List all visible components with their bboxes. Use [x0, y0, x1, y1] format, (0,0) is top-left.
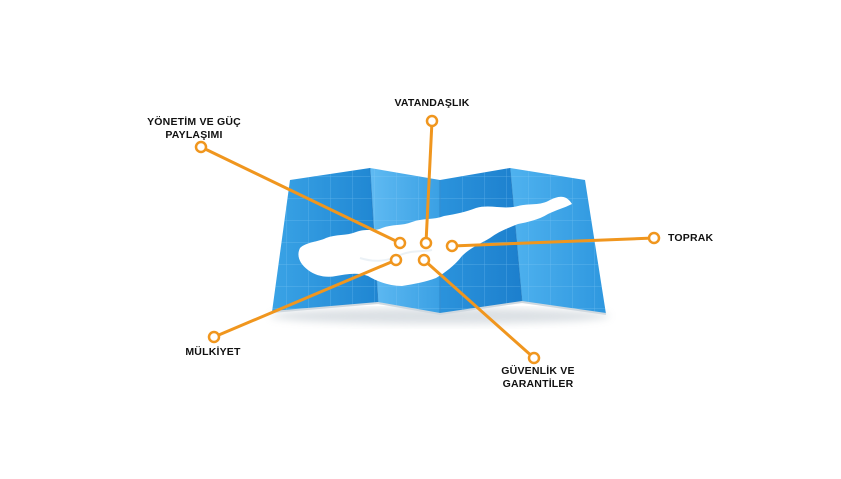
label-yonetim-ve-guc-paylasimi: YÖNETİM VE GÜÇ PAYLAŞIMI — [128, 116, 260, 142]
endpoint-vatandaslik — [425, 114, 439, 128]
connector-endpoints — [194, 114, 661, 365]
label-guvenlik-line2: GARANTİLER — [502, 378, 574, 390]
map-shadow — [270, 308, 610, 324]
hub-vatandaslik — [419, 236, 433, 250]
hub-toprak — [445, 239, 459, 253]
map-fold-line-3 — [509, 167, 523, 303]
label-yonetim-line1: YÖNETİM VE GÜÇ — [147, 116, 241, 128]
island-shape — [298, 196, 572, 286]
hub-points — [389, 236, 459, 267]
label-guvenlik-line1: GÜVENLİK VE — [501, 365, 575, 377]
connectors — [199, 119, 656, 360]
connector-yonetim — [199, 145, 402, 245]
label-toprak: TOPRAK — [668, 232, 714, 244]
map-bottom-edge — [271, 300, 607, 316]
endpoint-mulkiyet — [207, 330, 221, 344]
connector-mulkiyet — [212, 258, 398, 339]
label-guvenlik-ve-garantiler: GÜVENLİK VE GARANTİLER — [478, 365, 598, 391]
endpoint-toprak — [647, 231, 661, 245]
connector-toprak — [450, 236, 656, 248]
label-vatandaslik: VATANDAŞLIK — [394, 97, 470, 109]
connector-vatandaslik — [424, 119, 434, 245]
hub-mulkiyet — [389, 253, 403, 267]
endpoint-guvenlik — [527, 351, 541, 365]
hub-yonetim — [393, 236, 407, 250]
label-yonetim-line2: PAYLAŞIMI — [165, 129, 223, 141]
connector-guvenlik — [422, 258, 536, 360]
endpoint-yonetim — [194, 140, 208, 154]
hub-guvenlik — [417, 253, 431, 267]
label-mulkiyet: MÜLKİYET — [185, 346, 241, 358]
